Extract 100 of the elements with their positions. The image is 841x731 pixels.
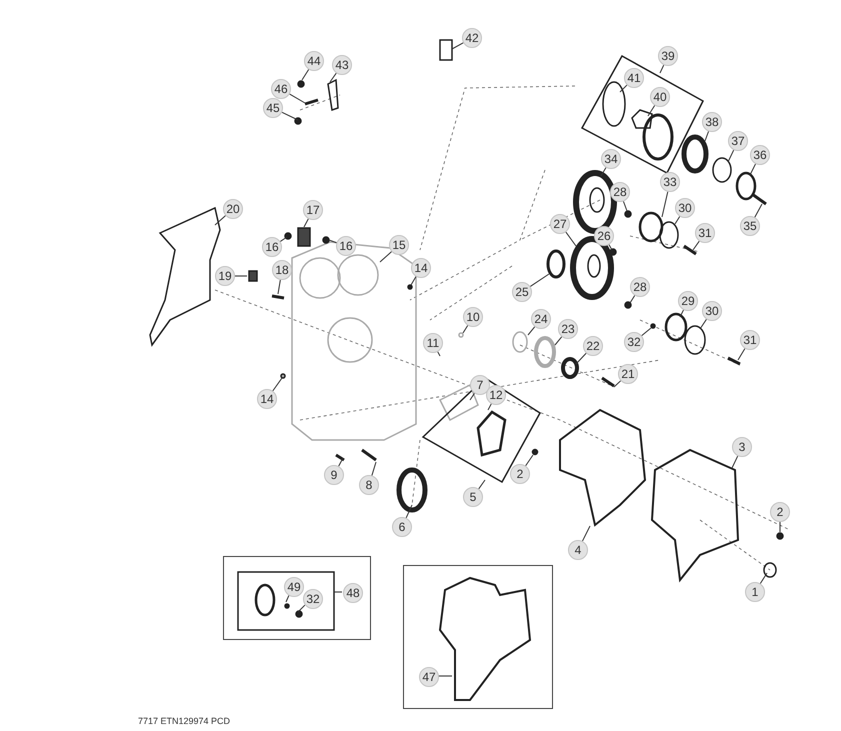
leader-line: [582, 526, 590, 542]
leader-line: [280, 236, 288, 242]
leader-line: [289, 94, 306, 104]
inset-frame: [223, 556, 371, 640]
leader-line: [462, 324, 468, 334]
leader-line: [214, 215, 226, 226]
callout-number: 18: [272, 260, 292, 280]
callout-number: 27: [550, 214, 570, 234]
callout-number: 5: [463, 487, 483, 507]
callout-number: 24: [531, 309, 551, 329]
leader-line: [330, 72, 337, 82]
callout-number: 20: [223, 199, 243, 219]
callout-number: 32: [303, 589, 323, 609]
callout-number: 15: [389, 235, 409, 255]
leader-line: [530, 274, 550, 287]
callout-number: 8: [359, 475, 379, 495]
callout-number: 22: [583, 336, 603, 356]
drawing-code: 7717 ETN129974 PCD: [138, 716, 230, 726]
callout-number: 45: [263, 98, 283, 118]
callout-number: 2: [770, 502, 790, 522]
leader-line: [278, 279, 281, 294]
callout-number: 23: [558, 319, 578, 339]
callout-number: 1: [745, 582, 765, 602]
leader-line: [576, 352, 587, 364]
callout-number: 34: [601, 149, 621, 169]
callout-number: 30: [702, 301, 722, 321]
callout-number: 31: [695, 223, 715, 243]
callout-number: 48: [343, 583, 363, 603]
leader-line: [738, 348, 746, 360]
leader-line: [648, 104, 656, 116]
callout-number: 11: [423, 333, 443, 353]
callout-number: 3: [732, 437, 752, 457]
leader-line: [437, 351, 440, 356]
leader-line: [380, 251, 392, 262]
leader-line: [660, 64, 664, 74]
leader-line: [692, 240, 700, 250]
callout-number: 2: [510, 464, 530, 484]
callout-number: 14: [411, 258, 431, 278]
callout-number: 4: [568, 540, 588, 560]
callout-number: 43: [332, 55, 352, 75]
callout-number: 19: [215, 266, 235, 286]
leader-line: [728, 150, 734, 162]
leader-line: [298, 604, 306, 612]
leader-line: [286, 594, 290, 602]
callout-number: 10: [463, 307, 483, 327]
callout-number: 16: [336, 236, 356, 256]
leader-line: [754, 204, 762, 218]
leader-line: [371, 462, 376, 476]
leader-line: [452, 42, 464, 50]
callout-number: 25: [512, 282, 532, 302]
callout-number: 28: [630, 277, 650, 297]
leader-line: [641, 328, 652, 336]
callout-number: 32: [624, 332, 644, 352]
callout-number: 36: [750, 145, 770, 165]
leader-line: [328, 240, 338, 244]
leader-line: [302, 68, 310, 80]
callout-number: 38: [702, 112, 722, 132]
callout-number: 28: [610, 182, 630, 202]
leader-line: [478, 480, 486, 490]
callout-number: 40: [650, 87, 670, 107]
callout-number: 44: [304, 51, 324, 71]
callout-number: 37: [728, 131, 748, 151]
leader-line: [620, 84, 628, 92]
callout-number: 17: [303, 200, 323, 220]
leader-line: [614, 380, 622, 388]
callout-number: 16: [262, 237, 282, 257]
leader-line: [488, 403, 492, 410]
callout-number: 46: [271, 79, 291, 99]
leader-line: [528, 326, 536, 336]
leader-line: [750, 163, 756, 176]
leader-line: [406, 504, 412, 518]
callout-number: 47: [419, 667, 439, 687]
leader-line: [700, 318, 707, 330]
leader-line: [272, 378, 282, 392]
leader-line: [674, 216, 680, 224]
callout-number: 35: [740, 216, 760, 236]
leader-line: [554, 336, 562, 346]
callout-number: 42: [462, 28, 482, 48]
leader-line: [704, 130, 710, 142]
leader-line: [565, 232, 576, 246]
callout-number: 41: [624, 68, 644, 88]
leader-line: [732, 456, 738, 468]
callout-number: 14: [257, 389, 277, 409]
leader-line: [410, 276, 416, 286]
callout-number: 49: [284, 577, 304, 597]
callout-number: 21: [618, 364, 638, 384]
callout-number: 33: [660, 172, 680, 192]
leader-line: [662, 191, 668, 218]
callout-number: 12: [486, 385, 506, 405]
leader-line: [470, 392, 475, 400]
callout-number: 30: [675, 198, 695, 218]
leader-line: [760, 572, 768, 584]
callout-number: 39: [658, 46, 678, 66]
leader-line: [338, 458, 344, 467]
callout-number: 29: [678, 291, 698, 311]
leader-line: [282, 112, 298, 120]
callout-number: 26: [594, 226, 614, 246]
callout-number: 7: [470, 375, 490, 395]
callout-number: 9: [324, 465, 344, 485]
inset-frame: [403, 565, 553, 709]
